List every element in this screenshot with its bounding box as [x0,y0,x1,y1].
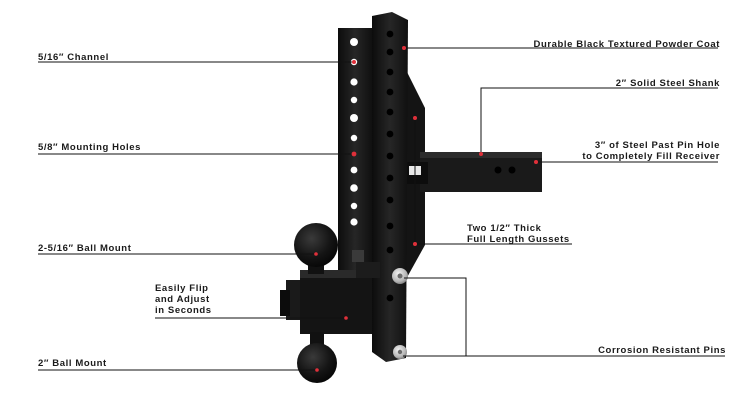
callout-dots [314,46,538,372]
ball-mount-block [280,250,380,334]
channel-holes [350,38,358,226]
label-flip-adjust-line3: in Seconds [155,305,212,316]
label-fill-receiver: 3″ of Steel Past Pin Hole to Completely … [582,140,720,162]
label-fill-receiver-line1: 3″ of Steel Past Pin Hole [594,140,720,151]
label-ball-mount-small: 2″ Ball Mount [38,358,107,369]
label-pins: Corrosion Resistant Pins [598,345,726,356]
label-gussets-line2: Full Length Gussets [467,234,570,245]
steel-shank [406,152,542,192]
label-mounting-holes: 5/8″ Mounting Holes [38,142,142,153]
label-flip-adjust-line1: Easily Flip [155,283,209,294]
label-gussets-line1: Two 1/2″ Thick [467,223,542,234]
label-fill-receiver-line2: to Completely Fill Receiver [582,151,720,162]
label-powder-coat: Durable Black Textured Powder Coat [533,39,720,50]
front-holes [386,30,394,302]
callout-lines [38,47,725,371]
label-channel: 5/16″ Channel [38,52,109,63]
small-ball [297,332,337,383]
label-solid-shank: 2″ Solid Steel Shank [615,78,720,89]
label-flip-adjust-line2: and Adjust [155,294,210,305]
label-gussets: Two 1/2″ Thick Full Length Gussets [467,223,570,245]
label-flip-adjust: Easily Flip and Adjust in Seconds [155,283,212,316]
large-ball [294,223,338,274]
label-ball-mount-large: 2-5/16″ Ball Mount [38,243,132,254]
front-bar [372,12,408,362]
